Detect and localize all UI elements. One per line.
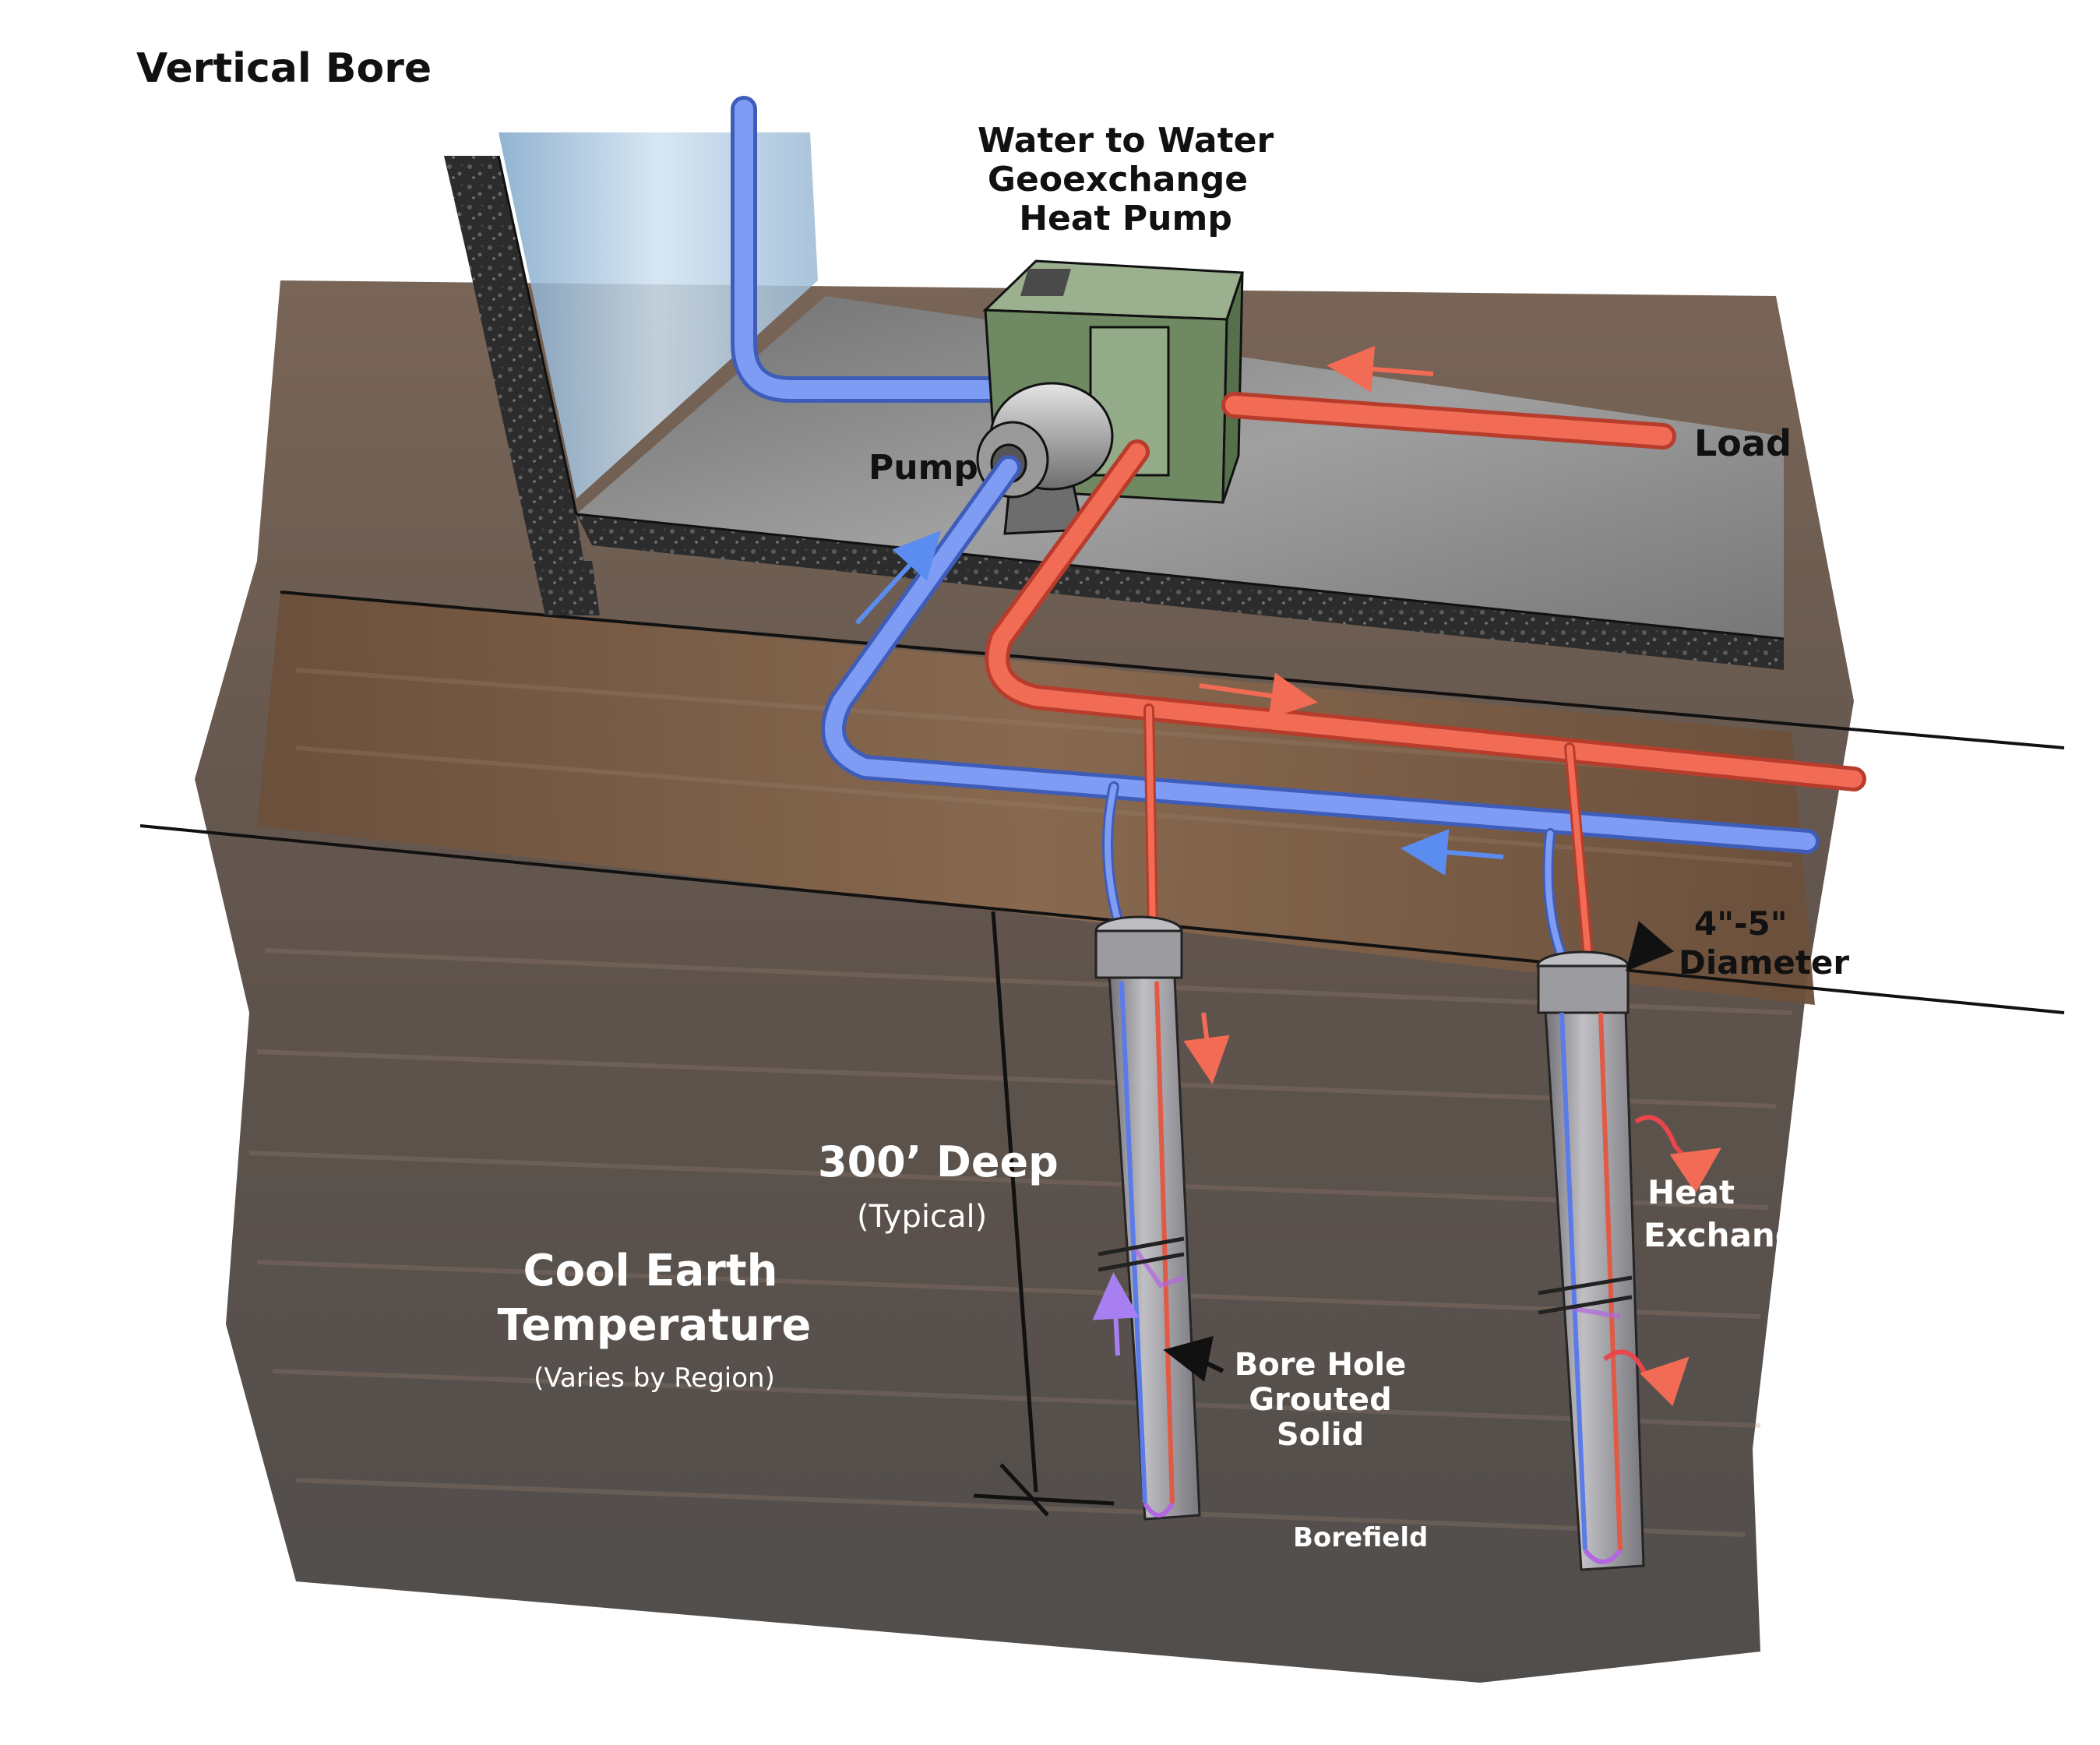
svg-text:Water to Water: Water to Water	[978, 121, 1274, 160]
svg-text:Geoexchange: Geoexchange	[988, 160, 1248, 199]
svg-text:(Varies by Region): (Varies by Region)	[534, 1363, 775, 1394]
diagram-title: Vertical Bore	[136, 45, 432, 92]
circulation-pump	[976, 382, 1114, 535]
supply-pipe-indoor	[731, 96, 1018, 403]
borefield-label: Borefield	[1293, 1522, 1428, 1553]
svg-text:Cool Earth: Cool Earth	[523, 1246, 777, 1296]
flow-arrows	[854, 531, 1721, 1407]
depth-note: (Typical)	[857, 1199, 987, 1235]
depth-dimension	[973, 911, 1115, 1517]
earth-temperature-label: Cool Earth Temperature (Varies by Region…	[498, 1246, 812, 1394]
load-label: Load	[1694, 422, 1792, 464]
svg-text:Diameter: Diameter	[1679, 943, 1849, 982]
load-flow-arrow	[1327, 345, 1434, 393]
svg-text:Heat: Heat	[1647, 1173, 1735, 1211]
svg-text:Exchange: Exchange	[1644, 1216, 1820, 1254]
svg-text:Solid: Solid	[1277, 1417, 1364, 1453]
depth-label: 300’ Deep	[818, 1137, 1059, 1186]
diameter-label: 4"-5" Diameter	[1679, 904, 1849, 982]
ground-loop-return	[985, 439, 1866, 791]
svg-text:Bore Hole: Bore Hole	[1235, 1347, 1407, 1383]
svg-text:Heat Pump: Heat Pump	[1019, 199, 1232, 238]
load-pipe	[1221, 392, 1676, 449]
svg-text:4"-5": 4"-5"	[1694, 904, 1788, 943]
heat-pump-label: Water to Water Geoexchange Heat Pump	[978, 121, 1274, 238]
bore-hole-label: Bore Hole Grouted Solid	[1235, 1347, 1407, 1453]
pump-label: Pump	[869, 448, 978, 488]
heat-exchange-label: Heat Exchange	[1644, 1173, 1820, 1254]
svg-text:Grouted: Grouted	[1249, 1382, 1391, 1418]
ground-loop-supply	[821, 455, 1820, 854]
svg-text:Temperature: Temperature	[498, 1300, 812, 1351]
